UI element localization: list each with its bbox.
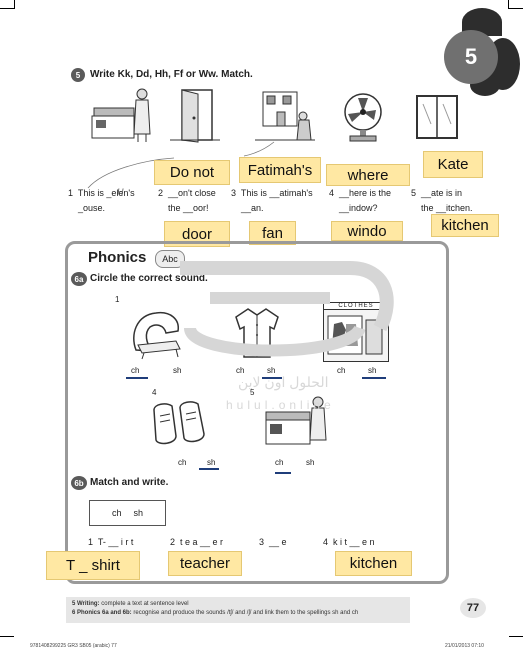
answer-sticky-teacher[interactable]: teacher <box>168 551 242 576</box>
sound-option[interactable]: ch <box>275 458 284 467</box>
item-number: 2 <box>210 295 215 304</box>
sound-choice: ch <box>111 508 122 518</box>
kitchen-woman-illustration <box>91 88 151 142</box>
sentence-1: 1 This is _elen's _ouse. <box>68 188 135 213</box>
answer-sticky-kate[interactable]: Kate <box>423 151 483 178</box>
sentence-4: 4 __here is the __indow? <box>329 188 392 213</box>
sound-option[interactable]: sh <box>368 366 377 375</box>
answer-underline <box>199 468 219 470</box>
shop-clothes-icon <box>327 315 383 355</box>
answer-underline <box>275 472 291 474</box>
word-1: 1 T- __ i r t <box>88 537 134 547</box>
shirt-illustration <box>235 308 279 358</box>
answer-sticky-where[interactable]: where <box>326 164 410 186</box>
sound-option[interactable]: sh <box>267 366 276 375</box>
match-line <box>87 141 275 189</box>
chair-illustration <box>133 311 181 360</box>
kitchen-illustration <box>265 396 327 445</box>
unit-number-badge: 5 <box>444 30 498 84</box>
exercise-number-badge: 6b <box>71 476 87 490</box>
phonics-title: Phonics <box>88 249 147 266</box>
footer-line: 5 Writing: complete a text at sentence l… <box>72 601 189 607</box>
answer-sticky-kitchen-top[interactable]: kitchen <box>431 214 499 237</box>
answer-underline <box>362 377 386 379</box>
word-2: 2 t e a __ e r <box>170 537 224 547</box>
footer-line: 6 Phonics 6a and 6b: recognise and produ… <box>72 610 359 616</box>
print-info-left: 9781408299225 GR3 SB05 (arabic) 77 <box>30 643 117 649</box>
phonics-panel <box>65 241 449 584</box>
shoes-illustration <box>153 401 205 445</box>
window-illustration <box>416 95 458 139</box>
sound-option[interactable]: ch <box>131 366 140 375</box>
item-number: 3 <box>308 295 313 304</box>
sound-option[interactable]: ch <box>236 366 245 375</box>
house-man-illustration <box>255 91 315 141</box>
item-number: 4 <box>152 388 157 397</box>
sentence-3: 3 This is __atimah's __an. <box>231 188 313 213</box>
sound-option[interactable]: ch <box>178 458 187 467</box>
answer-sticky-tshirt[interactable]: T _ shirt <box>46 551 140 580</box>
crop-mark <box>0 8 14 9</box>
word-3: 3 __ e <box>259 537 287 547</box>
sound-choice: sh <box>133 508 144 518</box>
sound-option[interactable]: sh <box>306 458 315 467</box>
sound-option[interactable]: sh <box>207 458 216 467</box>
sound-option[interactable]: sh <box>173 366 182 375</box>
crop-mark <box>509 636 523 637</box>
exercise-heading: Match and write. <box>90 477 169 488</box>
exercise-heading: Circle the correct sound. <box>90 273 208 284</box>
crop-mark <box>14 0 15 9</box>
item-number: 5 <box>250 388 255 397</box>
crop-mark <box>509 8 523 9</box>
answer-sticky-fatimahs[interactable]: Fatimah's <box>239 157 321 183</box>
shop-sign: CLOTHES <box>324 303 388 310</box>
crop-mark <box>508 0 509 9</box>
item-number: 1 <box>115 295 120 304</box>
door-illustration <box>170 89 220 143</box>
answer-underline <box>126 377 148 379</box>
sentence-2: 2 __on't close the __oor! <box>158 188 216 213</box>
word-4: 4 k i t __ e n <box>323 537 375 547</box>
fan-illustration <box>344 93 382 142</box>
exercise-heading: Write Kk, Dd, Hh, Ff or Ww. Match. <box>90 69 253 80</box>
answer-sticky-kitchen-bottom[interactable]: kitchen <box>335 551 412 576</box>
crop-mark <box>0 636 14 637</box>
sentence-5: 5 __ate is in the __itchen. <box>411 188 473 213</box>
print-info-right: 21/01/2013 07:10 <box>445 643 484 649</box>
exercise-number-badge: 5 <box>71 68 85 82</box>
handwriting-letter: H <box>117 187 124 197</box>
answer-sticky-do-not[interactable]: Do not <box>154 160 230 185</box>
answer-sticky-windo[interactable]: windo <box>331 221 403 241</box>
sound-choice-box: ch sh <box>89 500 166 526</box>
abc-badge: Abc <box>155 250 185 268</box>
clothes-shop-illustration: CLOTHES <box>323 302 389 362</box>
exercise-number-badge: 6a <box>71 272 87 286</box>
page-number: 77 <box>460 598 486 618</box>
answer-underline <box>262 377 282 379</box>
sound-option[interactable]: ch <box>337 366 346 375</box>
footer-notes: 5 Writing: complete a text at sentence l… <box>66 597 410 623</box>
